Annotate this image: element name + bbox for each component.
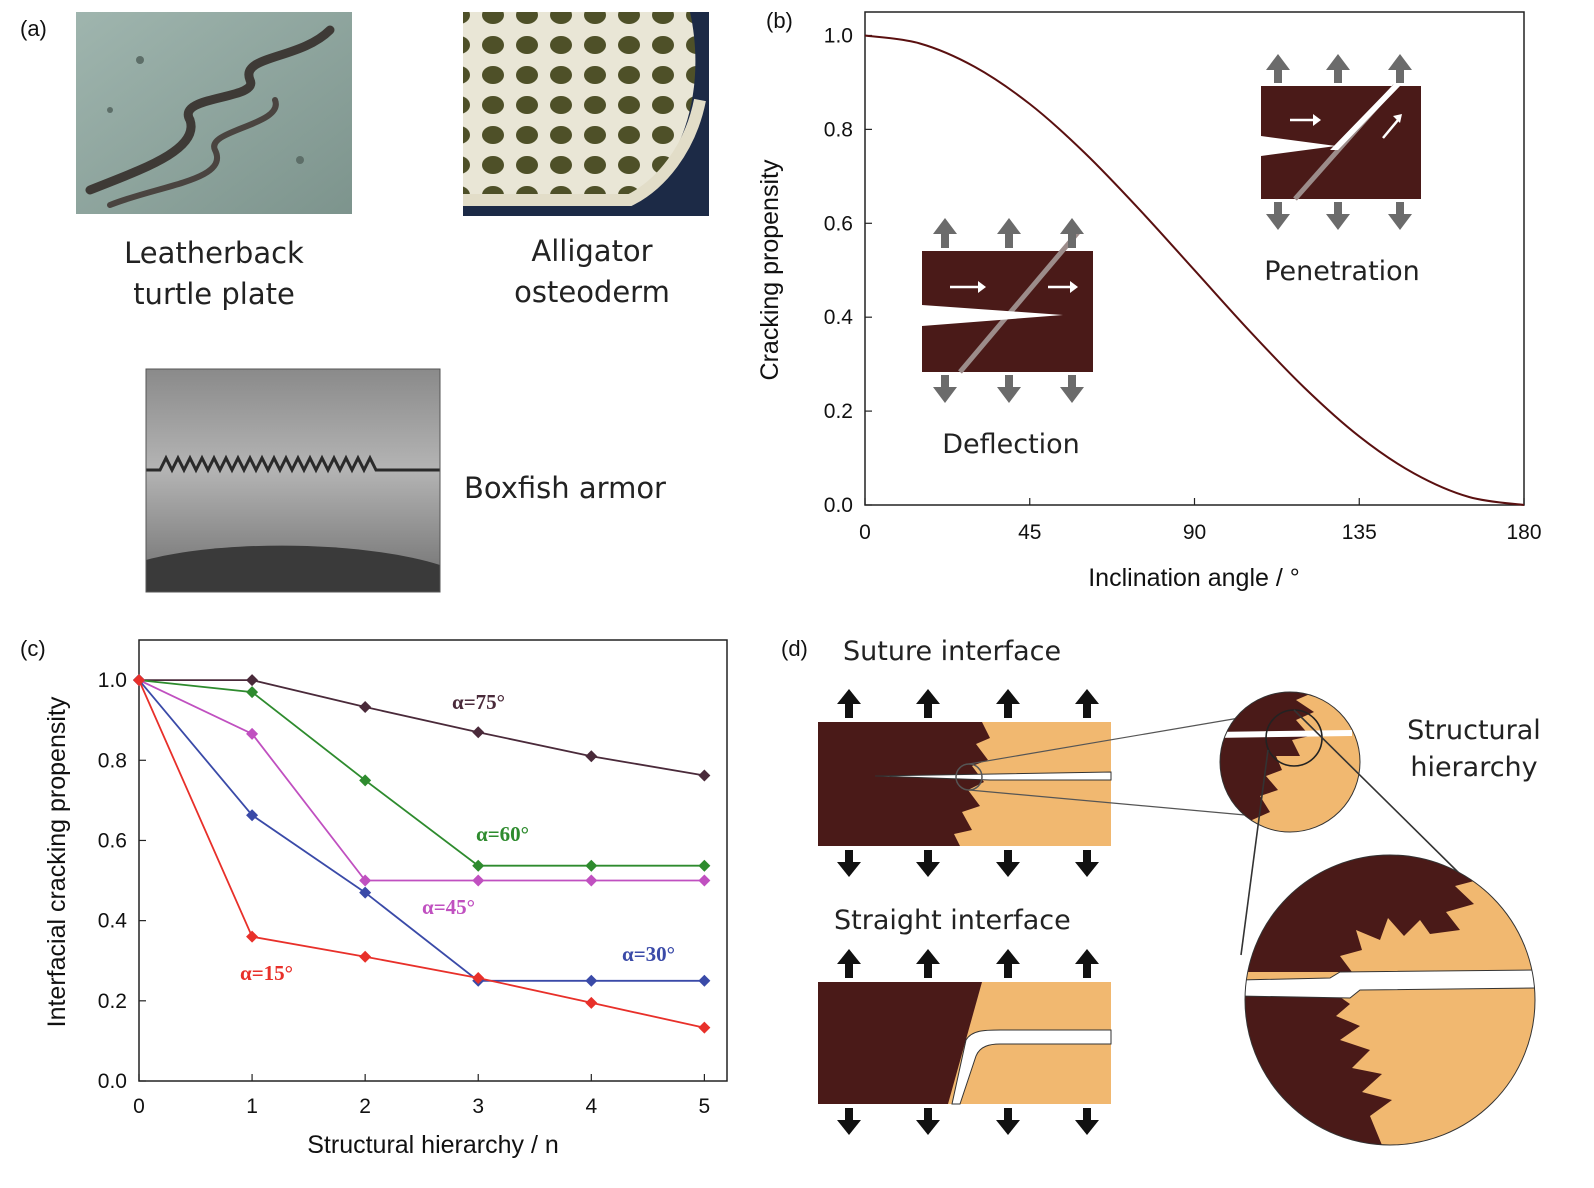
- panel-c-xtick-label: 0: [133, 1095, 145, 1118]
- series-label-alpha-45: α=45°: [422, 895, 475, 919]
- straight-interface-title: Straight interface: [834, 905, 1071, 936]
- panel-c-ytick-label: 1.0: [98, 669, 127, 692]
- panel-c-ytick-label: 0.6: [98, 829, 127, 852]
- panel-c: (c) 0 1 2 3 4 5 0.0 0.2 0.4 0.6 0.8 1.0 Structural …: [20, 636, 728, 1159]
- panel-c-xtick-label: 2: [359, 1095, 371, 1118]
- panel-c-xtick-label: 4: [585, 1095, 597, 1118]
- series-marker: [585, 750, 598, 763]
- series-marker: [472, 874, 485, 887]
- series-marker: [698, 1021, 711, 1034]
- series-marker: [359, 874, 372, 887]
- panel-c-xtick-label: 3: [472, 1095, 484, 1118]
- panel-a-label: (a): [20, 16, 47, 41]
- leatherback-photo: [76, 12, 352, 214]
- panel-c-series: [133, 674, 711, 1034]
- series-marker: [698, 859, 711, 872]
- series-marker: [585, 874, 598, 887]
- magnified-circle-large: [1244, 854, 1536, 1146]
- series-marker: [585, 974, 598, 987]
- series-marker: [585, 996, 598, 1009]
- panel-b-xtick-label: 135: [1342, 521, 1377, 544]
- panel-c-xtick-label: 5: [699, 1095, 711, 1118]
- suture-block: [818, 689, 1246, 877]
- panel-c-label: (c): [20, 636, 46, 661]
- panel-d: (d) Suture interface Straight interface …: [781, 636, 1541, 1146]
- series-line-3: [138, 679, 705, 982]
- panel-c-ticks: 0 1 2 3 4 5 0.0 0.2 0.4 0.6 0.8 1.0: [98, 669, 710, 1118]
- panel-c-ylabel: Interfacial cracking propensity: [43, 696, 71, 1027]
- series-marker: [246, 674, 259, 687]
- magnified-circle-small: [1219, 691, 1467, 956]
- panel-b: (b) 0 45 90 135 180 0.0 0.2 0.4 0.6 0.8 1.0 Inclin…: [756, 8, 1542, 592]
- series-label-alpha-30: α=30°: [622, 942, 675, 966]
- boxfish-caption: Boxfish armor: [464, 471, 666, 505]
- alligator-caption-line2: osteoderm: [514, 275, 670, 309]
- panel-c-ytick-label: 0.0: [98, 1070, 127, 1093]
- series-line-4: [138, 679, 705, 1029]
- panel-c-ytick-label: 0.2: [98, 990, 127, 1013]
- series-line-0: [139, 679, 705, 777]
- panel-b-xtick-label: 45: [1018, 521, 1041, 544]
- panel-b-ytick-label: 0.2: [824, 400, 853, 423]
- panel-a: (a) Leatherback turtle plate Alligator o…: [20, 12, 709, 593]
- alligator-caption-line1: Alligator: [531, 234, 652, 268]
- panel-b-xtick-label: 180: [1506, 521, 1541, 544]
- panel-b-ytick-label: 1.0: [824, 24, 853, 47]
- panel-b-ytick-label: 0.8: [824, 118, 853, 141]
- series-marker: [246, 727, 259, 740]
- series-marker: [246, 809, 259, 822]
- deflection-label: Deflection: [942, 429, 1080, 460]
- series-line-2: [138, 679, 705, 882]
- structural-hierarchy-line1: Structural: [1407, 715, 1541, 746]
- series-marker: [133, 674, 145, 687]
- straight-block: [818, 949, 1112, 1135]
- series-line-1: [138, 679, 705, 867]
- panel-b-ytick-label: 0.4: [824, 306, 854, 329]
- panel-c-ytick-label: 0.4: [98, 910, 128, 933]
- panel-c-xlabel: Structural hierarchy / n: [307, 1131, 559, 1159]
- panel-b-ylabel: Cracking propensity: [756, 159, 784, 380]
- series-label-alpha-75: α=75°: [452, 690, 505, 714]
- series-marker: [698, 874, 711, 887]
- series-marker: [359, 950, 372, 963]
- series-label-alpha-60: α=60°: [476, 822, 529, 846]
- series-marker: [359, 774, 372, 787]
- series-marker: [246, 930, 259, 943]
- deflection-inset: [922, 218, 1093, 403]
- panel-b-ticks: 0 45 90 135 180 0.0 0.2 0.4 0.6 0.8 1.0: [824, 24, 1542, 544]
- panel-c-xtick-label: 1: [246, 1095, 258, 1118]
- series-marker: [359, 700, 372, 713]
- leatherback-caption-line2: turtle plate: [133, 277, 295, 311]
- panel-b-xtick-label: 0: [859, 521, 871, 544]
- panel-b-ytick-label: 0.0: [824, 494, 853, 517]
- panel-b-label: (b): [766, 8, 793, 33]
- series-label-alpha-15: α=15°: [240, 961, 293, 985]
- series-marker: [698, 974, 711, 987]
- suture-interface-title: Suture interface: [843, 636, 1061, 667]
- panel-c-plot-frame: [138, 639, 728, 1082]
- series-marker: [246, 686, 259, 699]
- series-marker: [472, 859, 485, 872]
- series-marker: [472, 726, 485, 739]
- panel-c-ytick-label: 0.8: [98, 749, 127, 772]
- panel-b-xlabel: Inclination angle / °: [1088, 564, 1300, 592]
- leatherback-caption-line1: Leatherback: [124, 236, 304, 270]
- panel-d-label: (d): [781, 636, 808, 661]
- series-marker: [359, 886, 372, 899]
- boxfish-photo: [145, 368, 441, 593]
- series-marker: [585, 859, 598, 872]
- series-marker: [472, 971, 485, 984]
- panel-b-curve: [864, 34, 1525, 506]
- penetration-label: Penetration: [1264, 256, 1420, 287]
- series-marker: [698, 769, 711, 782]
- structural-hierarchy-line2: hierarchy: [1410, 752, 1537, 783]
- panel-b-ytick-label: 0.6: [824, 212, 853, 235]
- panel-b-xtick-label: 90: [1183, 521, 1206, 544]
- alligator-photo: [463, 12, 709, 216]
- penetration-inset: [1261, 54, 1421, 230]
